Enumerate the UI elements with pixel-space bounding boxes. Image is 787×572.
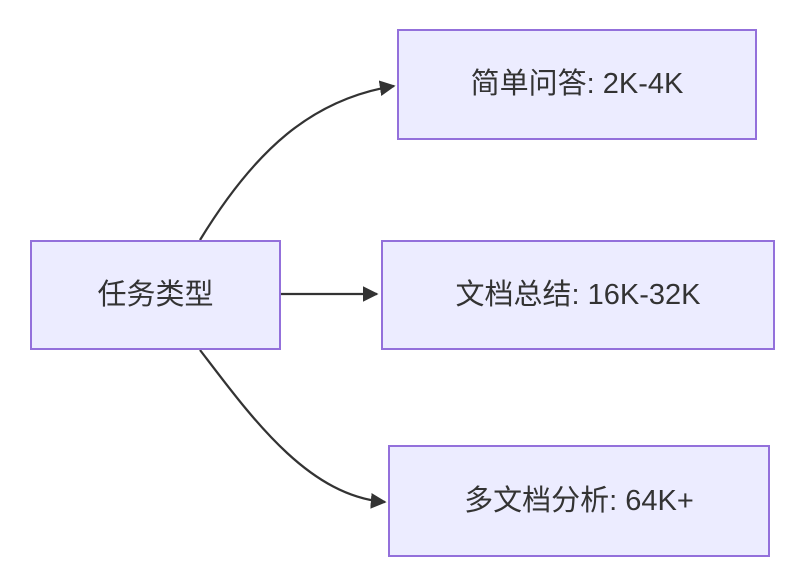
edge-task-type-to-simple-qa (199, 80, 396, 241)
node-simple-qa: 简单问答: 2K-4K (397, 29, 757, 140)
node-task-type-label: 任务类型 (97, 278, 214, 311)
node-doc-summary: 文档总结: 16K-32K (381, 240, 775, 350)
node-multi-doc: 多文档分析: 64K+ (388, 445, 770, 557)
node-multi-doc-label: 多文档分析: 64K+ (464, 484, 694, 517)
node-simple-qa-label: 简单问答: 2K-4K (470, 68, 684, 101)
edge-task-type-to-multi-doc (199, 349, 387, 509)
node-task-type: 任务类型 (30, 240, 281, 350)
node-doc-summary-label: 文档总结: 16K-32K (455, 278, 701, 311)
